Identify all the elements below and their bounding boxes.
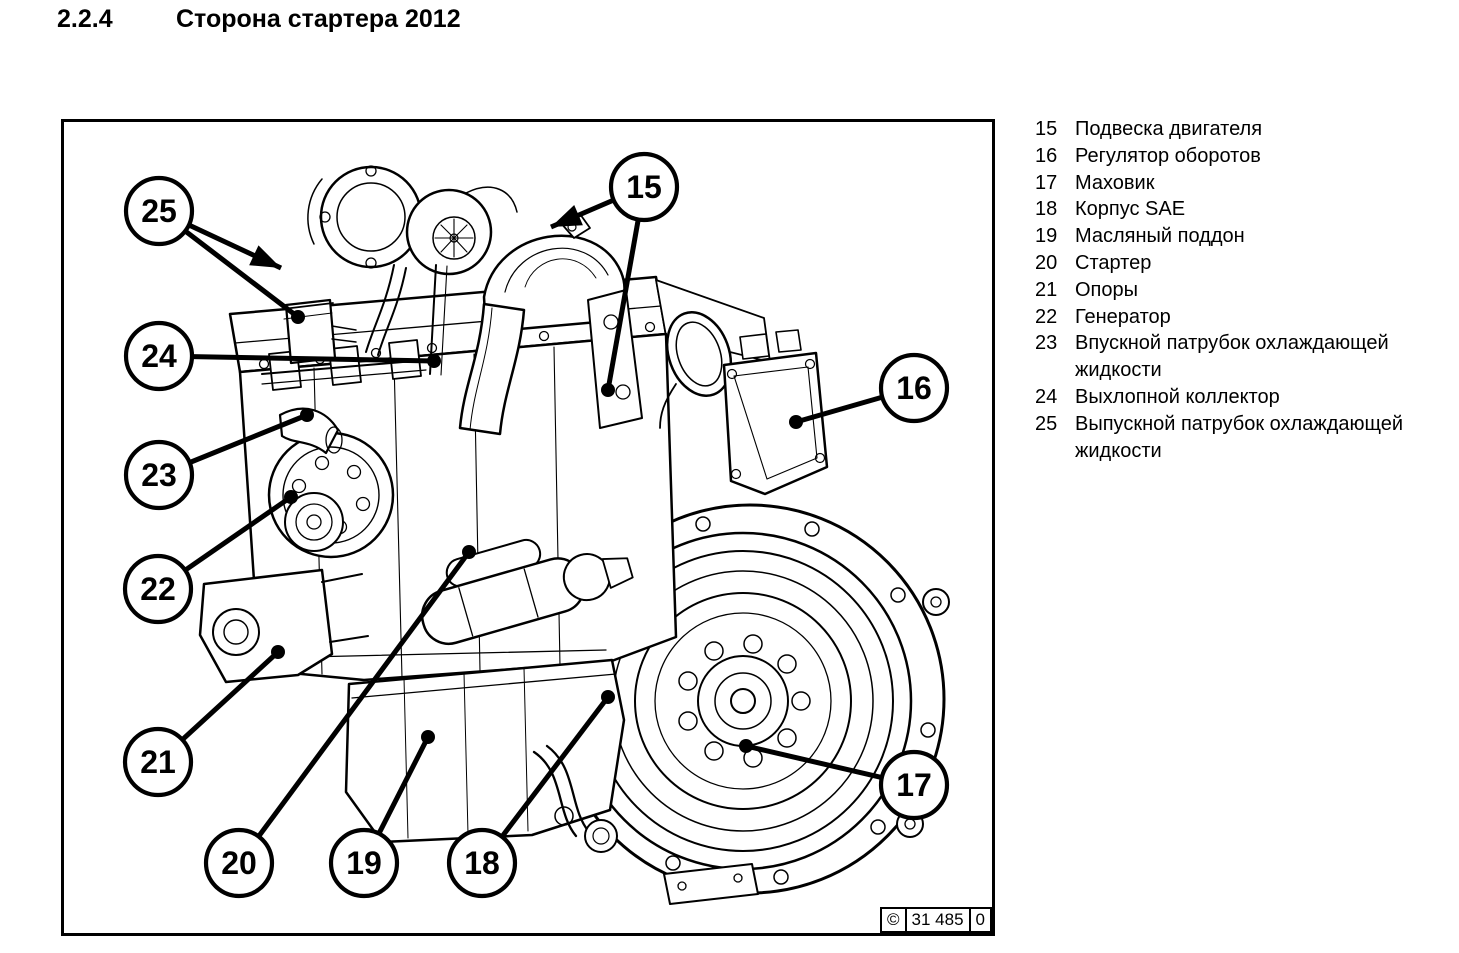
legend-item: 21 Опоры: [1035, 277, 1447, 304]
legend-item-label: Опоры: [1075, 278, 1139, 301]
leader-dot: [300, 408, 314, 422]
callout-circle: [123, 320, 195, 392]
legend-item: 16 Регулятор оборотов: [1035, 143, 1447, 170]
figure-frame: 15 16 17 18 19 20 21 22 23 24 25 © 31 485 0: [61, 119, 995, 936]
legend-item-number: 15: [1035, 118, 1058, 140]
leader-dot: [284, 490, 298, 504]
leader-dot: [601, 383, 615, 397]
legend-item-label: Регулятор оборотов: [1075, 144, 1261, 167]
legend-item-label: Масляный поддон: [1075, 225, 1245, 248]
stamp-copyright: ©: [880, 907, 907, 933]
legend-item-number: 22: [1035, 305, 1058, 328]
legend-item-number: 24: [1035, 385, 1058, 408]
callout-number: 17: [896, 767, 932, 803]
legend-item-number: 21: [1035, 278, 1058, 301]
figure-stamp: © 31 485 0: [880, 907, 992, 933]
leader-dot: [421, 730, 435, 744]
callout-circle: [123, 439, 195, 511]
callout-number: 19: [346, 845, 382, 881]
callout-circle: [122, 726, 194, 798]
leader-dot: [601, 690, 615, 704]
callout-circle: [328, 827, 400, 899]
legend-item-label: Генератор: [1075, 305, 1171, 328]
leader-dot: [271, 645, 285, 659]
callout-number: 16: [896, 370, 932, 406]
legend-item: 18 Корпус SAE: [1035, 196, 1447, 223]
callout-circle: [878, 352, 950, 424]
leader-dot: [462, 545, 476, 559]
callout-circle: [203, 827, 275, 899]
legend-item-label: Маховик: [1075, 171, 1155, 194]
legend-item: 19 Масляный поддон: [1035, 223, 1447, 250]
callout-circle: [878, 749, 950, 821]
legend-item: 25 Выпускной патрубок охлаждающей жидкост…: [1035, 411, 1447, 465]
section-number: 2.2.4: [57, 5, 113, 33]
legend-item-number: 19: [1035, 225, 1058, 248]
legend-item-number: 17: [1035, 171, 1058, 194]
leader-line: [236, 550, 472, 865]
legend-item-number: 16: [1035, 144, 1058, 167]
callout-number: 18: [464, 845, 500, 881]
legend-item: 15 Подвеска двигателя: [1035, 116, 1447, 143]
legend-item-label: Выпускной патрубок охлаждающей жидкости: [1075, 412, 1404, 462]
leader-dot: [291, 310, 305, 324]
engine-illustration: [198, 165, 950, 905]
page-title: Сторона стартера 2012: [176, 5, 461, 33]
legend-item-number: 25: [1035, 412, 1058, 435]
engine-diagram: 15 16 17 18 19 20 21 22 23 24 25: [122, 151, 950, 905]
stamp-revision: 0: [968, 907, 992, 933]
callout-number: 23: [141, 457, 177, 493]
legend-item: 20 Стартер: [1035, 250, 1447, 277]
legend-item-label: Выхлопной коллектор: [1075, 385, 1280, 408]
legend-item-label: Впускной патрубок охлаждающей жидкости: [1075, 332, 1389, 382]
legend-item-number: 18: [1035, 198, 1058, 221]
callout-circle: [608, 151, 680, 223]
stamp-code: 31 485: [904, 907, 971, 933]
legend-item-label: Стартер: [1075, 251, 1152, 274]
callout-number: 24: [141, 338, 177, 374]
callout-number: 25: [141, 193, 177, 229]
leader-dot: [789, 415, 803, 429]
leader-dot: [739, 739, 753, 753]
legend-item: 17 Маховик: [1035, 170, 1447, 197]
leader-arrowhead: [551, 205, 583, 227]
callout-circle: [122, 553, 194, 625]
callout-circle: [123, 175, 195, 247]
callout-number: 21: [140, 744, 176, 780]
legend-item-label: Корпус SAE: [1075, 198, 1186, 221]
leader-line: [158, 353, 435, 364]
legend-item-number: 23: [1035, 332, 1058, 355]
legend-item: 24 Выхлопной коллектор: [1035, 384, 1447, 411]
callout-circle: [446, 827, 518, 899]
legend-item-number: 20: [1035, 251, 1058, 274]
callout-number: 20: [221, 845, 257, 881]
legend-item-label: Подвеска двигателя: [1075, 118, 1263, 140]
callout-layer: 15 16 17 18 19 20 21 22 23 24 25: [122, 151, 950, 899]
leader-arrowhead: [249, 245, 281, 268]
legend-item: 23 Впускной патрубок охлаждающей жидкости: [1035, 330, 1447, 384]
callout-number: 22: [140, 571, 176, 607]
callout-number: 15: [626, 169, 662, 205]
leader-dot: [427, 354, 441, 368]
legend-item: 22 Генератор: [1035, 304, 1447, 331]
legend: 15 Подвеска двигателя 16 Регулятор оборотов…: [1035, 116, 1447, 464]
